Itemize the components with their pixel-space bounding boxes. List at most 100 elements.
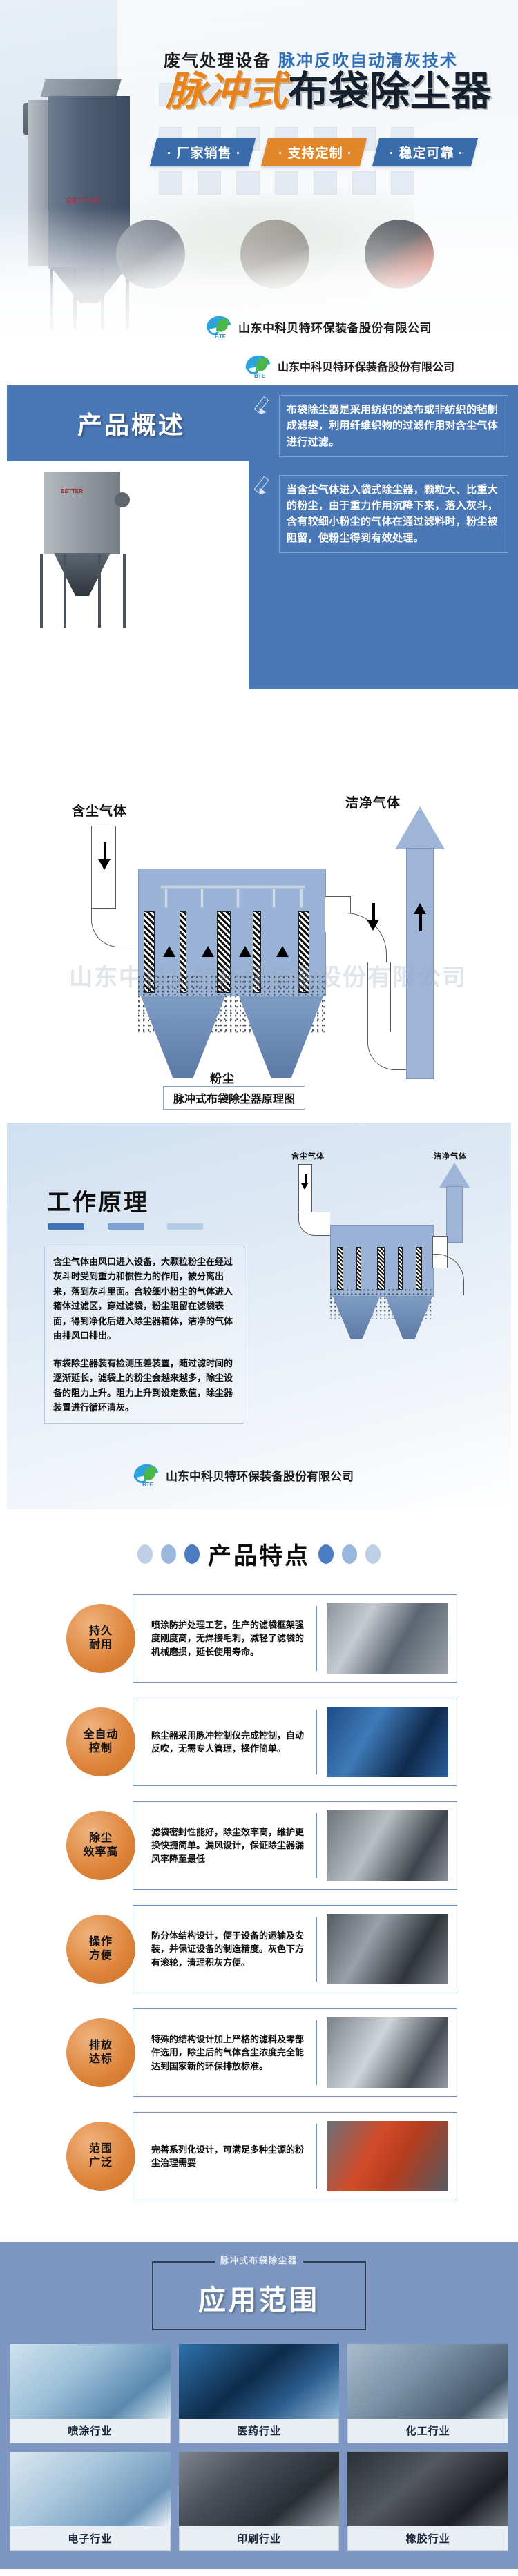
feature-separator	[316, 1813, 317, 1878]
applications-heading: 应用范围 脉冲式布袋除尘器	[152, 2254, 366, 2330]
feature-badge: 范围 广泛	[66, 2122, 135, 2191]
overview-company-signature: BTE 山东中科贝特环保装备股份有限公司	[0, 345, 518, 385]
application-item-spray-coating[interactable]: 喷涂行业	[10, 2344, 171, 2443]
section-working-principle: 工作原理 含尘气体由风口进入设备，大颗粒粉尘在经过灰斗时受到重力和惯性力的作用，…	[7, 1123, 511, 1509]
feature-thumbnail	[327, 1810, 448, 1881]
diagram-collector-housing	[138, 869, 326, 996]
application-item-rubber[interactable]: 橡胶行业	[347, 2452, 508, 2551]
principle-mini-diagram: 含尘气体 洁净气体	[249, 1150, 497, 1378]
feature-thumbnail	[327, 1914, 448, 1984]
features-heading: 产品特点	[0, 1537, 518, 1571]
hero-tag-factory-sales[interactable]: · 厂家销售 ·	[149, 138, 256, 166]
principle-inlet-label: 含尘气体	[291, 1152, 325, 1161]
feature-card: 防分体结构设计，便于设备的运输及安装，并保证设备的制造精度。灰色下方有滚轮，清理…	[133, 1905, 457, 1993]
feature-description: 完善系列化设计，可满足多种尘源的粉尘治理需要	[151, 2144, 305, 2169]
feature-row: 范围 广泛 完善系列化设计，可满足多种尘源的粉尘治理需要	[0, 2112, 518, 2200]
section-principle-diagram: 含尘气体 洁净气体	[0, 696, 518, 1110]
machine-brand-text: BETTER	[66, 197, 101, 205]
pencil-icon	[253, 475, 274, 497]
hero-kicker: 废气处理设备脉冲反吹自动清灰技术	[164, 47, 495, 71]
company-name: 山东中科贝特环保装备股份有限公司	[278, 362, 455, 374]
feature-thumbnail	[327, 1603, 448, 1674]
hero-banner: BETTER 废气处理设备脉冲反吹自动清灰技术 脉冲式布袋除尘器 · 厂家销售 …	[0, 0, 518, 345]
feature-row: 除尘 效率高 滤袋密封性能好，除尘效率高，维护更换快捷简单。漏风设计，保证除尘器…	[0, 1801, 518, 1890]
application-label: 橡胶行业	[347, 2526, 508, 2551]
feature-thumbnail	[327, 1707, 448, 1777]
diagram-exhaust-stack	[406, 907, 434, 1079]
feature-description: 喷涂防护处理工艺，生产的滤袋框架强度刚度高，无焊接毛刺，减轻了滤袋的机械磨损，延…	[151, 1619, 305, 1657]
feature-thumbnail	[327, 2017, 448, 2088]
application-label: 医药行业	[178, 2419, 340, 2443]
application-image	[178, 2344, 340, 2419]
hero-tag-label: · 厂家销售 ·	[167, 146, 242, 161]
hero-tag-custom-support[interactable]: · 支持定制 ·	[261, 138, 367, 166]
bte-logo-icon: BTE	[131, 1462, 162, 1488]
application-image	[10, 2452, 171, 2526]
decor-dot	[137, 1544, 153, 1564]
company-name: 山东中科贝特环保装备股份有限公司	[238, 321, 432, 335]
hero-tag-reliable[interactable]: · 稳定可靠 ·	[372, 138, 479, 166]
application-item-pharmaceutical[interactable]: 医药行业	[178, 2344, 340, 2443]
feature-card: 喷涂防护处理工艺，生产的滤袋框架强度刚度高，无焊接毛刺，减轻了滤袋的机械磨损，延…	[133, 1594, 457, 1683]
application-item-chemical[interactable]: 化工行业	[347, 2344, 508, 2443]
applications-title-frame: 应用范围	[152, 2261, 366, 2330]
principle-title: 工作原理	[47, 1190, 149, 1216]
hero-kicker-right: 脉冲反吹自动清灰技术	[278, 52, 458, 70]
section-product-features: 产品特点 持久 耐用 喷涂防护处理工艺，生产的滤袋框架强度刚度高，无焊接毛刺，减…	[0, 1509, 518, 2229]
overview-item: 布袋除尘器是采用纺织的滤布或非纺织的毡制成滤袋，利用纤维织物的过滤作用对含尘气体…	[253, 395, 508, 457]
section-application-scope: 应用范围 脉冲式布袋除尘器 喷涂行业 医药行业 化工行业 电子行业	[0, 2242, 518, 2569]
feature-card: 特殊的结构设计加上严格的滤料及零部件选用，除尘后的气体含尘浓度完全能达到国家新的…	[133, 2008, 457, 2097]
principle-text-box: 含尘气体由风口进入设备，大颗粒粉尘在经过灰斗时受到重力和惯性力的作用，被分离出来…	[44, 1246, 244, 1424]
feature-description: 滤袋密封性能好，除尘效率高，维护更换快捷简单。漏风设计，保证除尘器漏风率降至最低	[151, 1826, 305, 1864]
bte-logo-icon: BTE	[243, 353, 274, 379]
feature-badge: 全自动 控制	[66, 1707, 135, 1776]
principle-paragraph: 布袋除尘器装有检测压差装置，随过滤时间的逐渐延长，滤袋上的粉尘会越来越多，除尘设…	[53, 1357, 233, 1413]
feature-row: 操作 方便 防分体结构设计，便于设备的运输及安装，并保证设备的制造精度。灰色下方…	[0, 1905, 518, 1993]
application-label: 化工行业	[347, 2419, 508, 2443]
principle-title-dashes	[48, 1223, 203, 1230]
diagram-pulse-manifold	[160, 881, 307, 909]
diagram-caption: 脉冲式布袋除尘器原理图	[163, 1086, 306, 1110]
overview-product-photo: BETTER	[25, 472, 149, 630]
applications-title: 应用范围	[198, 2285, 320, 2316]
hero-tag-list: · 厂家销售 · · 支持定制 · · 稳定可靠 ·	[149, 138, 479, 166]
feature-row: 持久 耐用 喷涂防护处理工艺，生产的滤袋框架强度刚度高，无焊接毛刺，减轻了滤袋的…	[0, 1594, 518, 1683]
feature-separator	[316, 1710, 317, 1774]
feature-description: 防分体结构设计，便于设备的运输及安装，并保证设备的制造精度。灰色下方有滚轮，清理…	[151, 1930, 305, 1968]
application-image	[10, 2344, 171, 2419]
diagram-dust-label: 粉尘	[210, 1072, 235, 1085]
feature-separator	[316, 2124, 317, 2189]
overview-title: 产品概述	[77, 411, 185, 439]
hero-company-signature: BTE 山东中科贝特环保装备股份有限公司	[204, 313, 432, 340]
feature-thumbnail	[327, 2121, 448, 2191]
hero-title-orange: 脉冲式	[165, 68, 289, 115]
application-label: 喷涂行业	[10, 2419, 171, 2443]
application-label: 印刷行业	[178, 2526, 340, 2551]
company-name: 山东中科贝特环保装备股份有限公司	[166, 1469, 354, 1483]
overview-title-band: 产品概述	[7, 385, 256, 461]
application-item-electronics[interactable]: 电子行业	[10, 2452, 171, 2551]
feature-badge: 除尘 效率高	[66, 1811, 135, 1880]
bte-logo-icon: BTE	[204, 313, 234, 340]
feature-badge: 操作 方便	[66, 1915, 135, 1984]
decor-dot	[161, 1544, 176, 1564]
section-product-overview: BTE 山东中科贝特环保装备股份有限公司 产品概述 BETTER	[0, 345, 518, 696]
feature-card: 完善系列化设计，可满足多种尘源的粉尘治理需要	[133, 2112, 457, 2200]
feature-badge: 排放 达标	[66, 2018, 135, 2087]
feature-card: 滤袋密封性能好，除尘效率高，维护更换快捷简单。漏风设计，保证除尘器漏风率降至最低	[133, 1801, 457, 1890]
feature-row: 全自动 控制 除尘器采用脉冲控制仪完成控制，自动反吹，无需专人管理，操作简单。	[0, 1698, 518, 1786]
application-label: 电子行业	[10, 2526, 171, 2551]
features-title: 产品特点	[208, 1543, 310, 1569]
feature-separator	[316, 1917, 317, 1982]
decor-dot	[318, 1544, 334, 1564]
application-item-printing[interactable]: 印刷行业	[178, 2452, 340, 2551]
diagram-filter-bags	[144, 911, 320, 993]
hero-kicker-left: 废气处理设备	[164, 52, 271, 70]
feature-description: 特殊的结构设计加上严格的滤料及零部件选用，除尘后的气体含尘浓度完全能达到国家新的…	[151, 2033, 305, 2071]
hero-haze-overlay	[0, 207, 518, 345]
diagram-outlet-label: 洁净气体	[345, 796, 401, 811]
feature-card: 除尘器采用脉冲控制仪完成控制，自动反吹，无需专人管理，操作简单。	[133, 1698, 457, 1786]
hero-tag-label: · 稳定可靠 ·	[390, 146, 464, 161]
overview-text-panel: 布袋除尘器是采用纺织的滤布或非纺织的毡制成滤袋，利用纤维织物的过滤作用对含尘气体…	[249, 385, 518, 689]
